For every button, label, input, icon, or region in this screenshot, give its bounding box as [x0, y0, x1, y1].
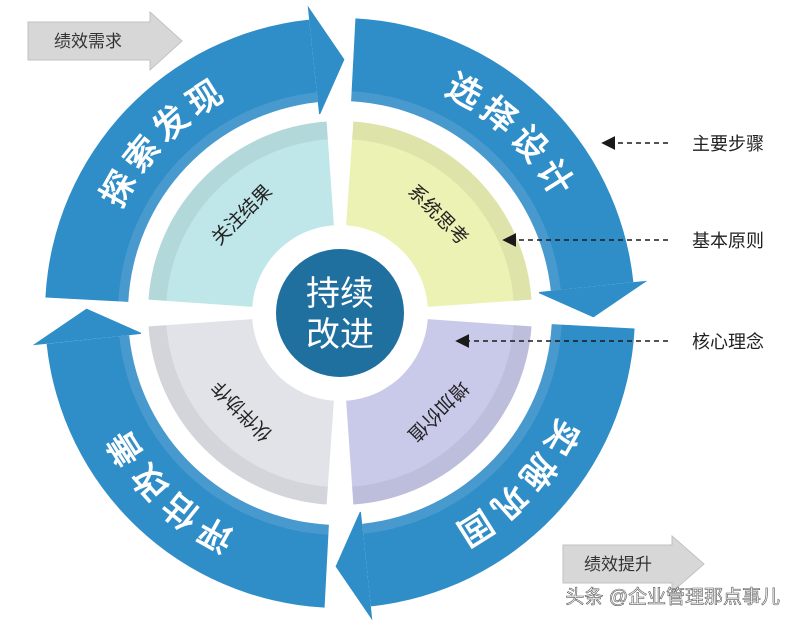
- center-line-1: 持续: [306, 275, 374, 313]
- inner-principle-systems-thinking: 系统思考: [346, 121, 532, 307]
- inner-principle-add-value: 增加价值: [346, 319, 532, 505]
- input-tag-label: 绩效需求: [54, 32, 122, 51]
- outer-arrowhead: [307, 5, 345, 117]
- inner-quadrant-rim: [148, 121, 328, 301]
- center-circle: [276, 249, 404, 377]
- inner-principle-focus-results: 关注结果: [148, 121, 334, 307]
- watermark: 头条 @企业管理那点事儿: [565, 586, 780, 608]
- output-tag-label: 绩效提升: [584, 555, 652, 574]
- outer-arrowhead: [536, 280, 648, 318]
- outer-band: [351, 18, 634, 291]
- inner-quadrant: [346, 319, 532, 505]
- outer-band-shade: [362, 324, 562, 534]
- outer-band: [362, 324, 635, 607]
- outer-arrowhead: [32, 308, 144, 346]
- inner-quadrant-rim: [352, 121, 532, 301]
- inner-quadrant-rim: [148, 325, 328, 505]
- output-tag: 绩效提升: [562, 534, 705, 594]
- callout-steps-label: 主要步骤: [692, 134, 764, 154]
- callout-principles-label: 基本原则: [692, 231, 764, 251]
- outer-band: [45, 19, 318, 302]
- inner-quadrant: [148, 319, 334, 505]
- center-hub: 持续 改进: [268, 241, 412, 385]
- outer-band-shade: [118, 92, 318, 302]
- callout-concept-label: 核心理念: [692, 331, 764, 352]
- outer-arrowhead: [335, 509, 373, 621]
- inner-principle-partnership: 伙伴协作: [148, 319, 334, 505]
- inner-quadrant-rim: [352, 325, 532, 505]
- outer-band: [46, 335, 329, 608]
- outer-band-shade: [351, 91, 561, 291]
- center-line-2: 改进: [306, 316, 374, 354]
- input-tag: 绩效需求: [27, 10, 183, 72]
- inner-quadrant: [346, 121, 532, 307]
- callouts: 主要步骤 基本原则 核心理念: [455, 134, 764, 352]
- inner-quadrant: [148, 121, 334, 307]
- outer-band-shade: [119, 335, 329, 535]
